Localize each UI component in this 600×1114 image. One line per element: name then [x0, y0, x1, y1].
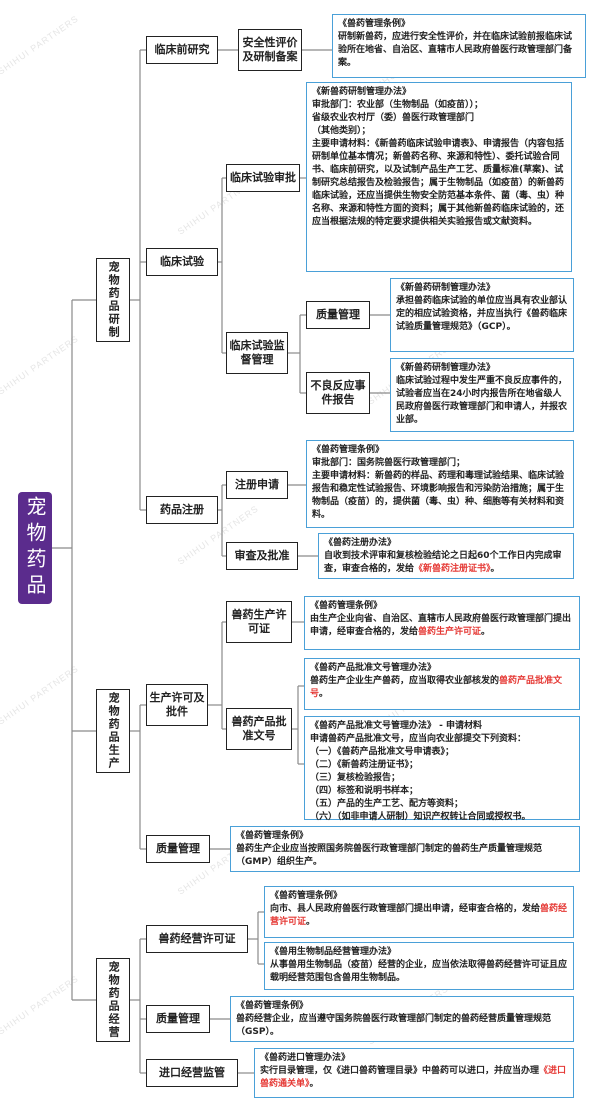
section-business: 宠物药品经营 [96, 958, 130, 1042]
note-vet-prod-permit: 《兽药管理条例》 由生产企业向省、自治区、直辖市人民政府兽医行政管理部门提出申请… [304, 596, 580, 650]
node-review-approve: 审查及批准 [226, 542, 298, 570]
note-vet-product-doc-materials: 《兽药产品批准文号管理办法》 - 申请材料申请兽药产品批准文号，应当向农业部提交… [304, 716, 580, 822]
note-review-approve: 《兽药注册办法》 自收到技术评审和复核检验结论之日起60个工作日内完成审查，审查… [318, 533, 574, 579]
section-production: 宠物药品生产 [96, 689, 130, 773]
node-drug-reg: 药品注册 [146, 496, 218, 524]
node-quality-mgmt-2: 质量管理 [146, 835, 210, 863]
note-safety-eval: 《兽药管理条例》研制新兽药，应进行安全性评价，并在临床试验前报临床试验所在地省、… [332, 14, 586, 78]
node-clinical-supervision: 临床试验监督管理 [226, 332, 288, 374]
node-clinical: 临床试验 [146, 248, 218, 276]
node-vet-product-doc: 兽药产品批准文号 [226, 708, 292, 750]
node-reg-apply: 注册申请 [226, 471, 288, 499]
node-import-supervision: 进口经营监管 [146, 1059, 238, 1087]
node-safety-eval: 安全性评价及研制备案 [238, 29, 302, 71]
note-vet-product-doc: 《兽药产品批准文号管理办法》 兽药生产企业生产兽药，应当取得农业部核发的兽药产品… [304, 658, 580, 710]
note-vet-business-permit: 《兽药管理条例》 向市、县人民政府兽医行政管理部门提出申请，经审查合格的，发给兽… [264, 886, 574, 938]
note-adverse-report: 《新兽药研制管理办法》临床试验过程中发生严重不良反应事件的，试验者应当在24小时… [390, 358, 574, 432]
root-node: 宠物药品 [18, 492, 52, 604]
node-adverse-report: 不良反应事件报告 [306, 372, 370, 414]
note-quality-mgmt-3: 《兽药管理条例》兽药经营企业，应当遵守国务院兽医行政管理部门制定的兽药经营质量管… [230, 996, 574, 1042]
note-clinical-review: 《新兽药研制管理办法》审批部门：农业部（生物制品（如疫苗））；省级农业农村厅（委… [306, 82, 572, 272]
note-bio-products: 《兽用生物制品经营管理办法》从事兽用生物制品（疫苗）经营的企业，应当依法取得兽药… [264, 942, 574, 990]
node-clinical-review: 临床试验审批 [226, 164, 300, 192]
note-quality-mgmt-2: 《兽药管理条例》兽药生产企业应当按照国务院兽医行政管理部门制定的兽药生产质量管理… [230, 826, 580, 872]
note-import-supervision: 《兽药进口管理办法》 实行目录管理，仅《进口兽药管理目录》中兽药可以进口，并应当… [254, 1048, 574, 1098]
node-quality-mgmt-1: 质量管理 [306, 301, 370, 329]
note-reg-apply: 《兽药管理条例》审批部门：国务院兽医行政管理部门；主要申请材料：新兽药的样品、药… [306, 440, 574, 528]
node-preclinical: 临床前研究 [146, 36, 218, 64]
node-vet-business-permit: 兽药经营许可证 [146, 925, 248, 953]
node-quality-mgmt-3: 质量管理 [146, 1005, 210, 1033]
section-research: 宠物药品研制 [96, 258, 130, 342]
note-quality-mgmt-1: 《新兽药研制管理办法》承担兽药临床试验的单位应当具有农业部认定的相应试验资格，并… [390, 278, 574, 352]
node-prod-license: 生产许可及批件 [146, 684, 208, 726]
node-vet-prod-permit: 兽药生产许可证 [226, 601, 292, 643]
